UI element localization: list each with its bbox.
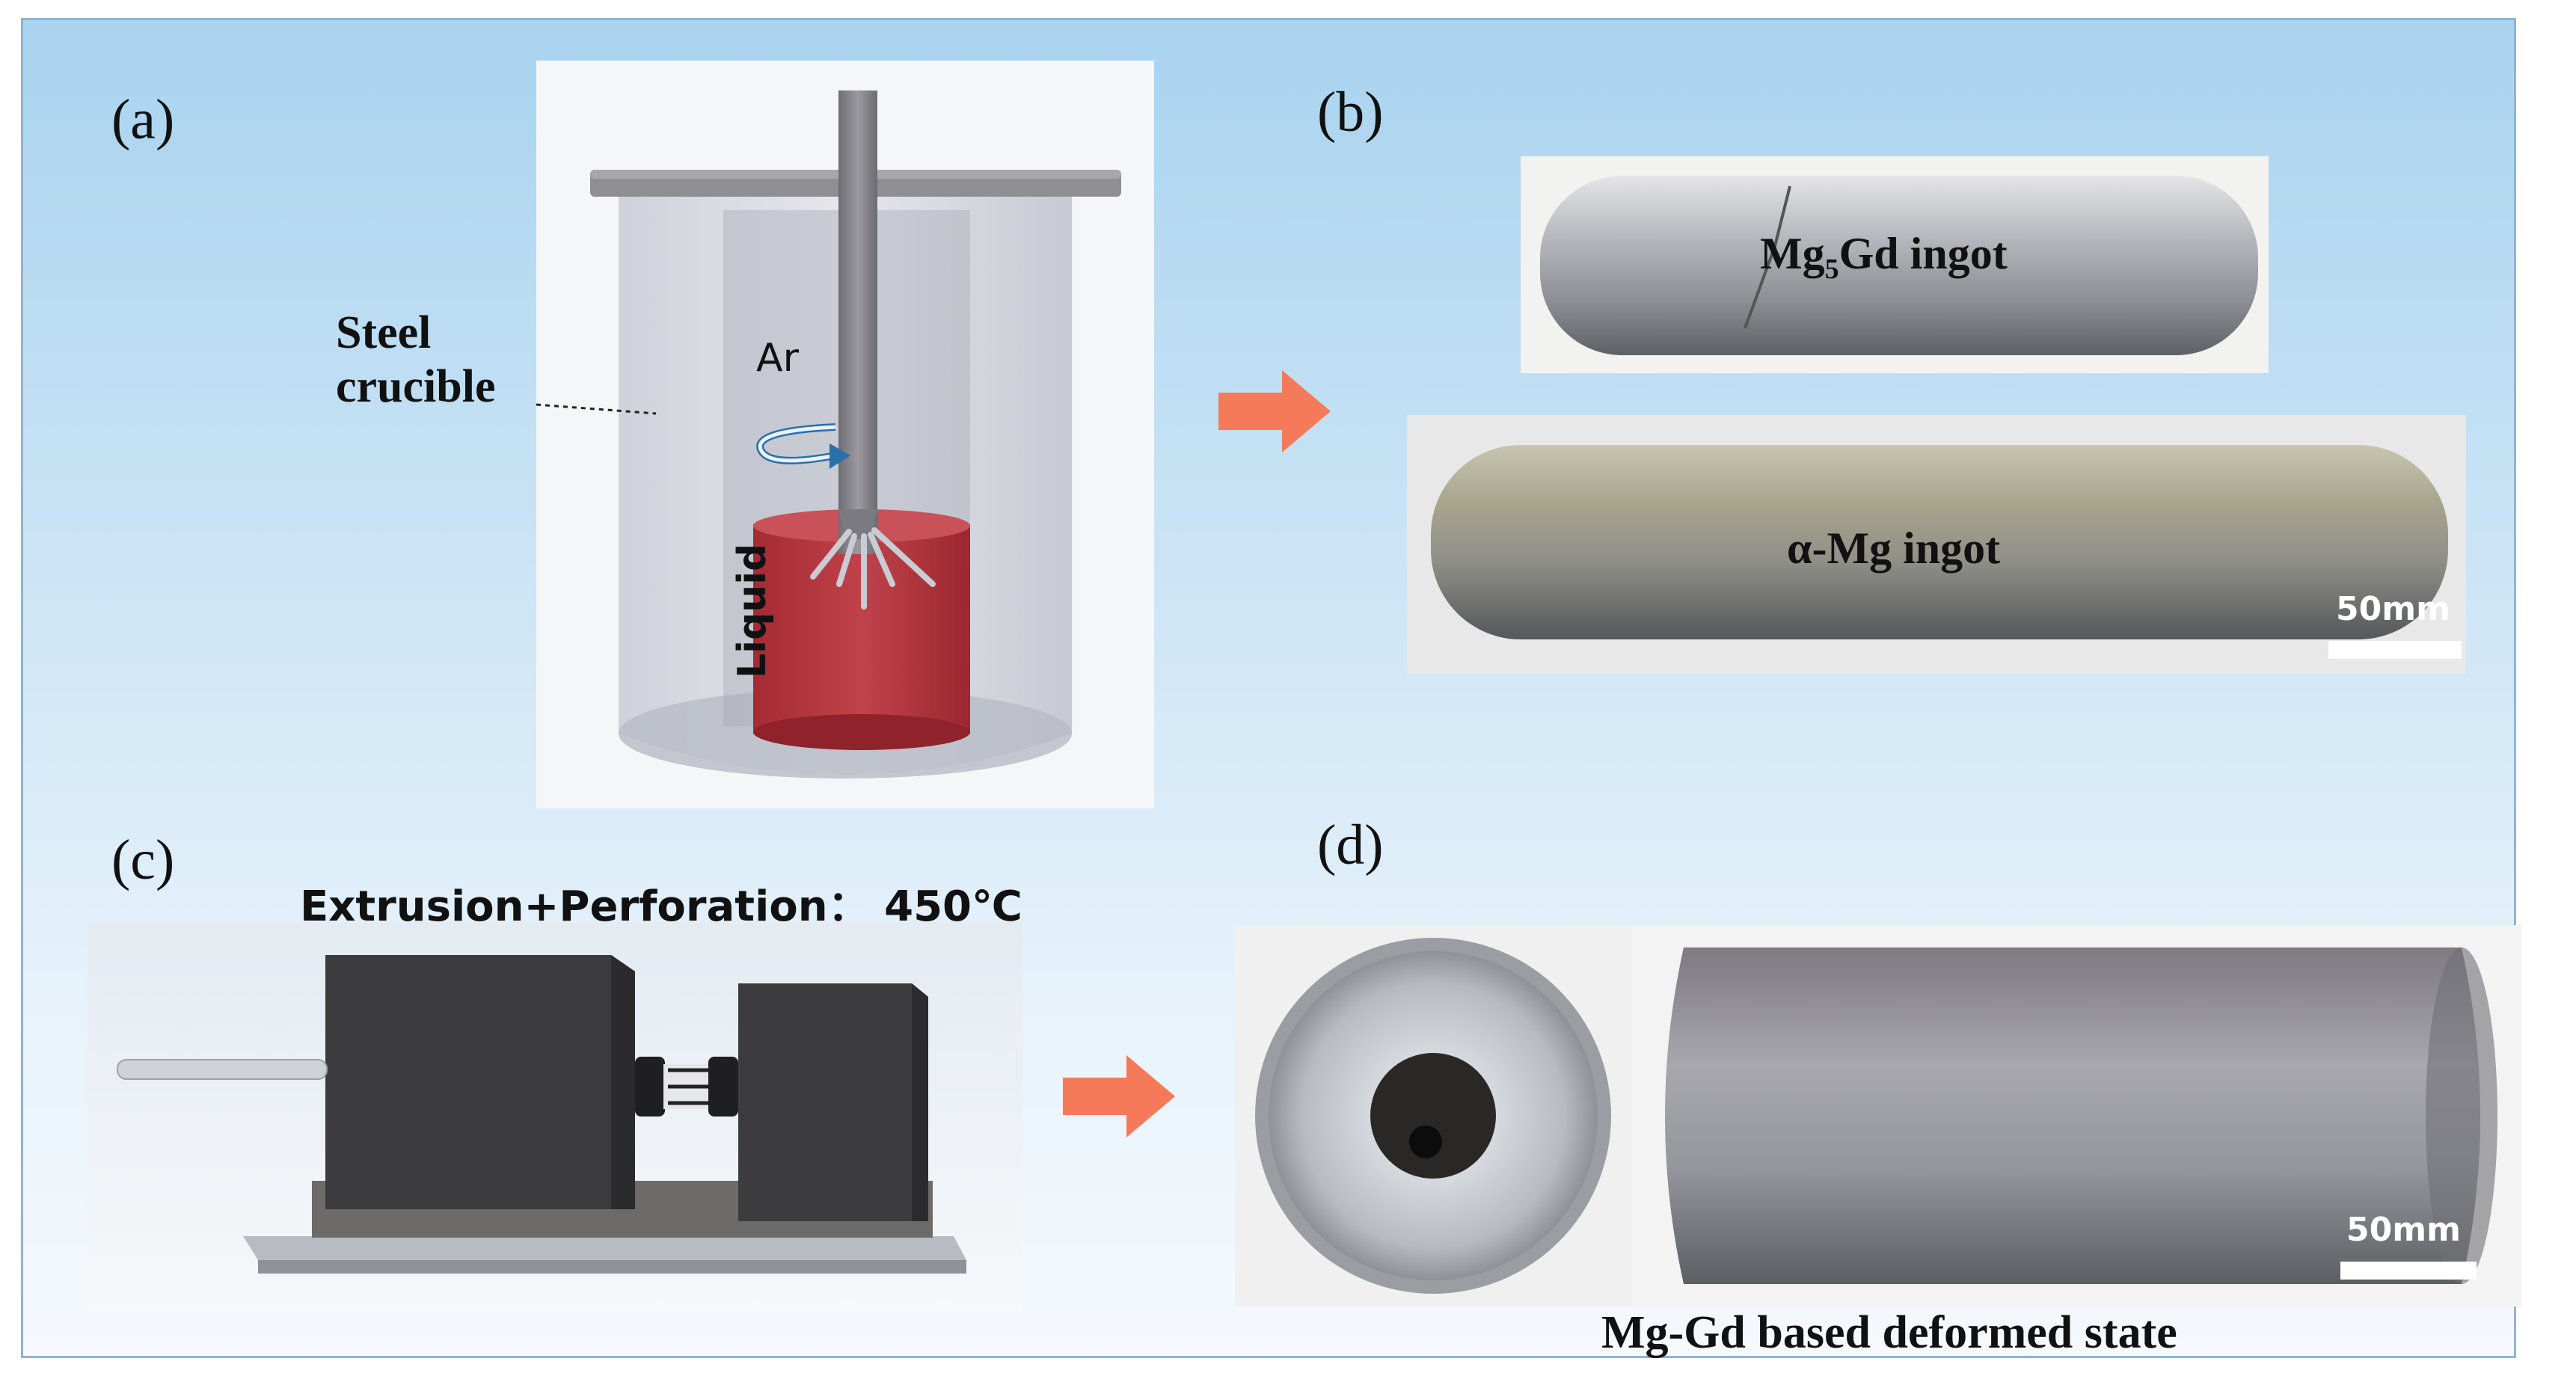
crucible-label-line1: Steel bbox=[336, 307, 432, 358]
liquid-label: Liquid bbox=[730, 543, 775, 678]
panel-label-c: (c) bbox=[111, 829, 175, 891]
liquid-bottom bbox=[753, 714, 970, 750]
mg5gd-label-rest: Gd ingot bbox=[1839, 229, 2008, 278]
alpha-mg-ingot bbox=[1431, 445, 2448, 639]
crucible-diagram bbox=[536, 61, 1154, 808]
crucible-leader-line bbox=[536, 403, 657, 415]
die-ring-left bbox=[635, 1057, 665, 1117]
tube-end-photo bbox=[1235, 925, 1631, 1306]
mg5gd-ingot-svg bbox=[1540, 176, 2258, 355]
machine-base bbox=[243, 1236, 966, 1260]
mg5gd-ingot-photo bbox=[1521, 156, 2269, 373]
right-arrow-icon bbox=[1218, 370, 1331, 452]
tube-end-svg bbox=[1255, 938, 1611, 1294]
extrusion-machine-svg bbox=[117, 955, 966, 1274]
tube-bore bbox=[1370, 1053, 1496, 1179]
panel-label-b: (b) bbox=[1317, 81, 1384, 144]
impeller-blades bbox=[810, 527, 936, 609]
alpha-mg-ingot-photo bbox=[1407, 415, 2466, 674]
ingot-crack bbox=[1744, 185, 1791, 329]
alpha-mg-ingot-label: α-Mg ingot bbox=[1787, 523, 2001, 573]
panel-label-a: (a) bbox=[111, 88, 175, 151]
crucible-label: Steel crucible bbox=[336, 306, 496, 414]
deformed-tube bbox=[1665, 948, 2480, 1284]
alpha-mg-ingot-svg bbox=[1407, 415, 2466, 674]
extrusion-machine-diagram bbox=[88, 922, 1022, 1312]
scale-bar-b bbox=[2328, 641, 2462, 659]
deformed-tube-svg bbox=[1665, 948, 2497, 1284]
scale-bar-d bbox=[2340, 1262, 2477, 1280]
scale-label-d: 50mm bbox=[2346, 1211, 2461, 1249]
right-block bbox=[738, 983, 928, 1221]
extrusion-rod bbox=[117, 1059, 328, 1080]
panel-label-d: (d) bbox=[1317, 814, 1384, 876]
crucible-svg bbox=[536, 90, 1121, 778]
tube-end-shade bbox=[2426, 948, 2497, 1284]
deformed-tube-photo bbox=[1631, 925, 2521, 1306]
crucible-label-line2: crucible bbox=[336, 361, 496, 412]
die-ring-right bbox=[708, 1057, 738, 1117]
deformed-state-caption: Mg-Gd based deformed state bbox=[1601, 1307, 2177, 1358]
tube-bore-shadow bbox=[1409, 1125, 1442, 1158]
left-block-side bbox=[611, 955, 635, 1209]
right-arrow-icon bbox=[1063, 1055, 1175, 1137]
mg5gd-ingot bbox=[1540, 176, 2258, 355]
gas-label: Ar bbox=[756, 336, 799, 381]
mg5gd-label-main: Mg bbox=[1760, 229, 1825, 278]
scale-label-b: 50mm bbox=[2336, 590, 2450, 628]
right-block-side bbox=[912, 983, 928, 1221]
machine-base-edge bbox=[258, 1260, 966, 1274]
figure-frame: (a) bbox=[21, 18, 2521, 1358]
mg5gd-ingot-label: Mg5Gd ingot bbox=[1760, 228, 2008, 286]
left-block bbox=[325, 955, 635, 1209]
mg5gd-label-sub: 5 bbox=[1824, 254, 1839, 285]
rotation-arrow-icon bbox=[756, 423, 850, 469]
stirring-rod bbox=[838, 90, 877, 554]
